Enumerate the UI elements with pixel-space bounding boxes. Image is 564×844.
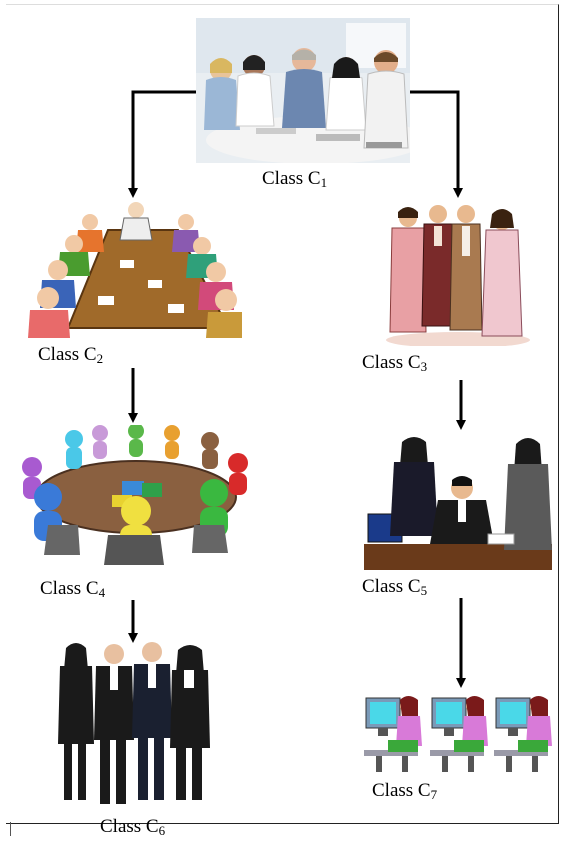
person-figure: [389, 207, 427, 333]
person-figure: [92, 425, 108, 459]
workstation: [364, 696, 422, 772]
c2-picture: [28, 202, 242, 338]
c6-picture: [58, 642, 210, 804]
person-figure: [132, 642, 172, 800]
person-figure: [94, 644, 134, 804]
person-figure: [28, 287, 70, 338]
edge-c1-c2: [131, 90, 196, 192]
c1-label: Class C1: [262, 168, 328, 190]
person-figure: [325, 57, 367, 131]
person-figure: [76, 214, 104, 252]
frame-tick: [10, 822, 11, 836]
c5-label: Class C5: [362, 576, 428, 598]
person-figure: [128, 425, 144, 457]
c2-label: Class C2: [38, 344, 104, 366]
c3-label: Class C3: [362, 352, 428, 374]
c1-picture: [196, 18, 410, 163]
person-figure: [164, 425, 180, 459]
person-figure: [206, 289, 242, 338]
person-figure: [235, 55, 275, 127]
person-figure: [119, 202, 153, 241]
person-figure: [201, 432, 219, 469]
c5-picture: [364, 437, 552, 570]
person-figure: [58, 643, 94, 800]
person-figure: [504, 438, 552, 550]
c4-picture: [22, 425, 248, 565]
c6-label: Class C6: [100, 816, 166, 838]
person-figure: [430, 476, 494, 544]
c7-picture: [364, 696, 552, 772]
person-figure: [65, 430, 83, 469]
person-figure: [170, 645, 210, 800]
person-figure: [390, 437, 438, 536]
c4-label: Class C4: [40, 578, 106, 600]
person-figure: [481, 209, 523, 337]
person-figure: [204, 58, 240, 130]
person-figure: [363, 50, 409, 149]
diagram-frame: [6, 4, 559, 824]
person-figure: [172, 214, 200, 252]
edge-c1-c3: [410, 90, 460, 192]
c3-picture: [386, 205, 530, 346]
person-figure: [449, 205, 483, 331]
person-figure: [282, 48, 326, 128]
workstation: [430, 696, 488, 772]
person-figure: [421, 205, 455, 327]
workstation: [494, 696, 552, 772]
person-figure: [228, 453, 248, 495]
c7-label: Class C7: [372, 780, 438, 802]
